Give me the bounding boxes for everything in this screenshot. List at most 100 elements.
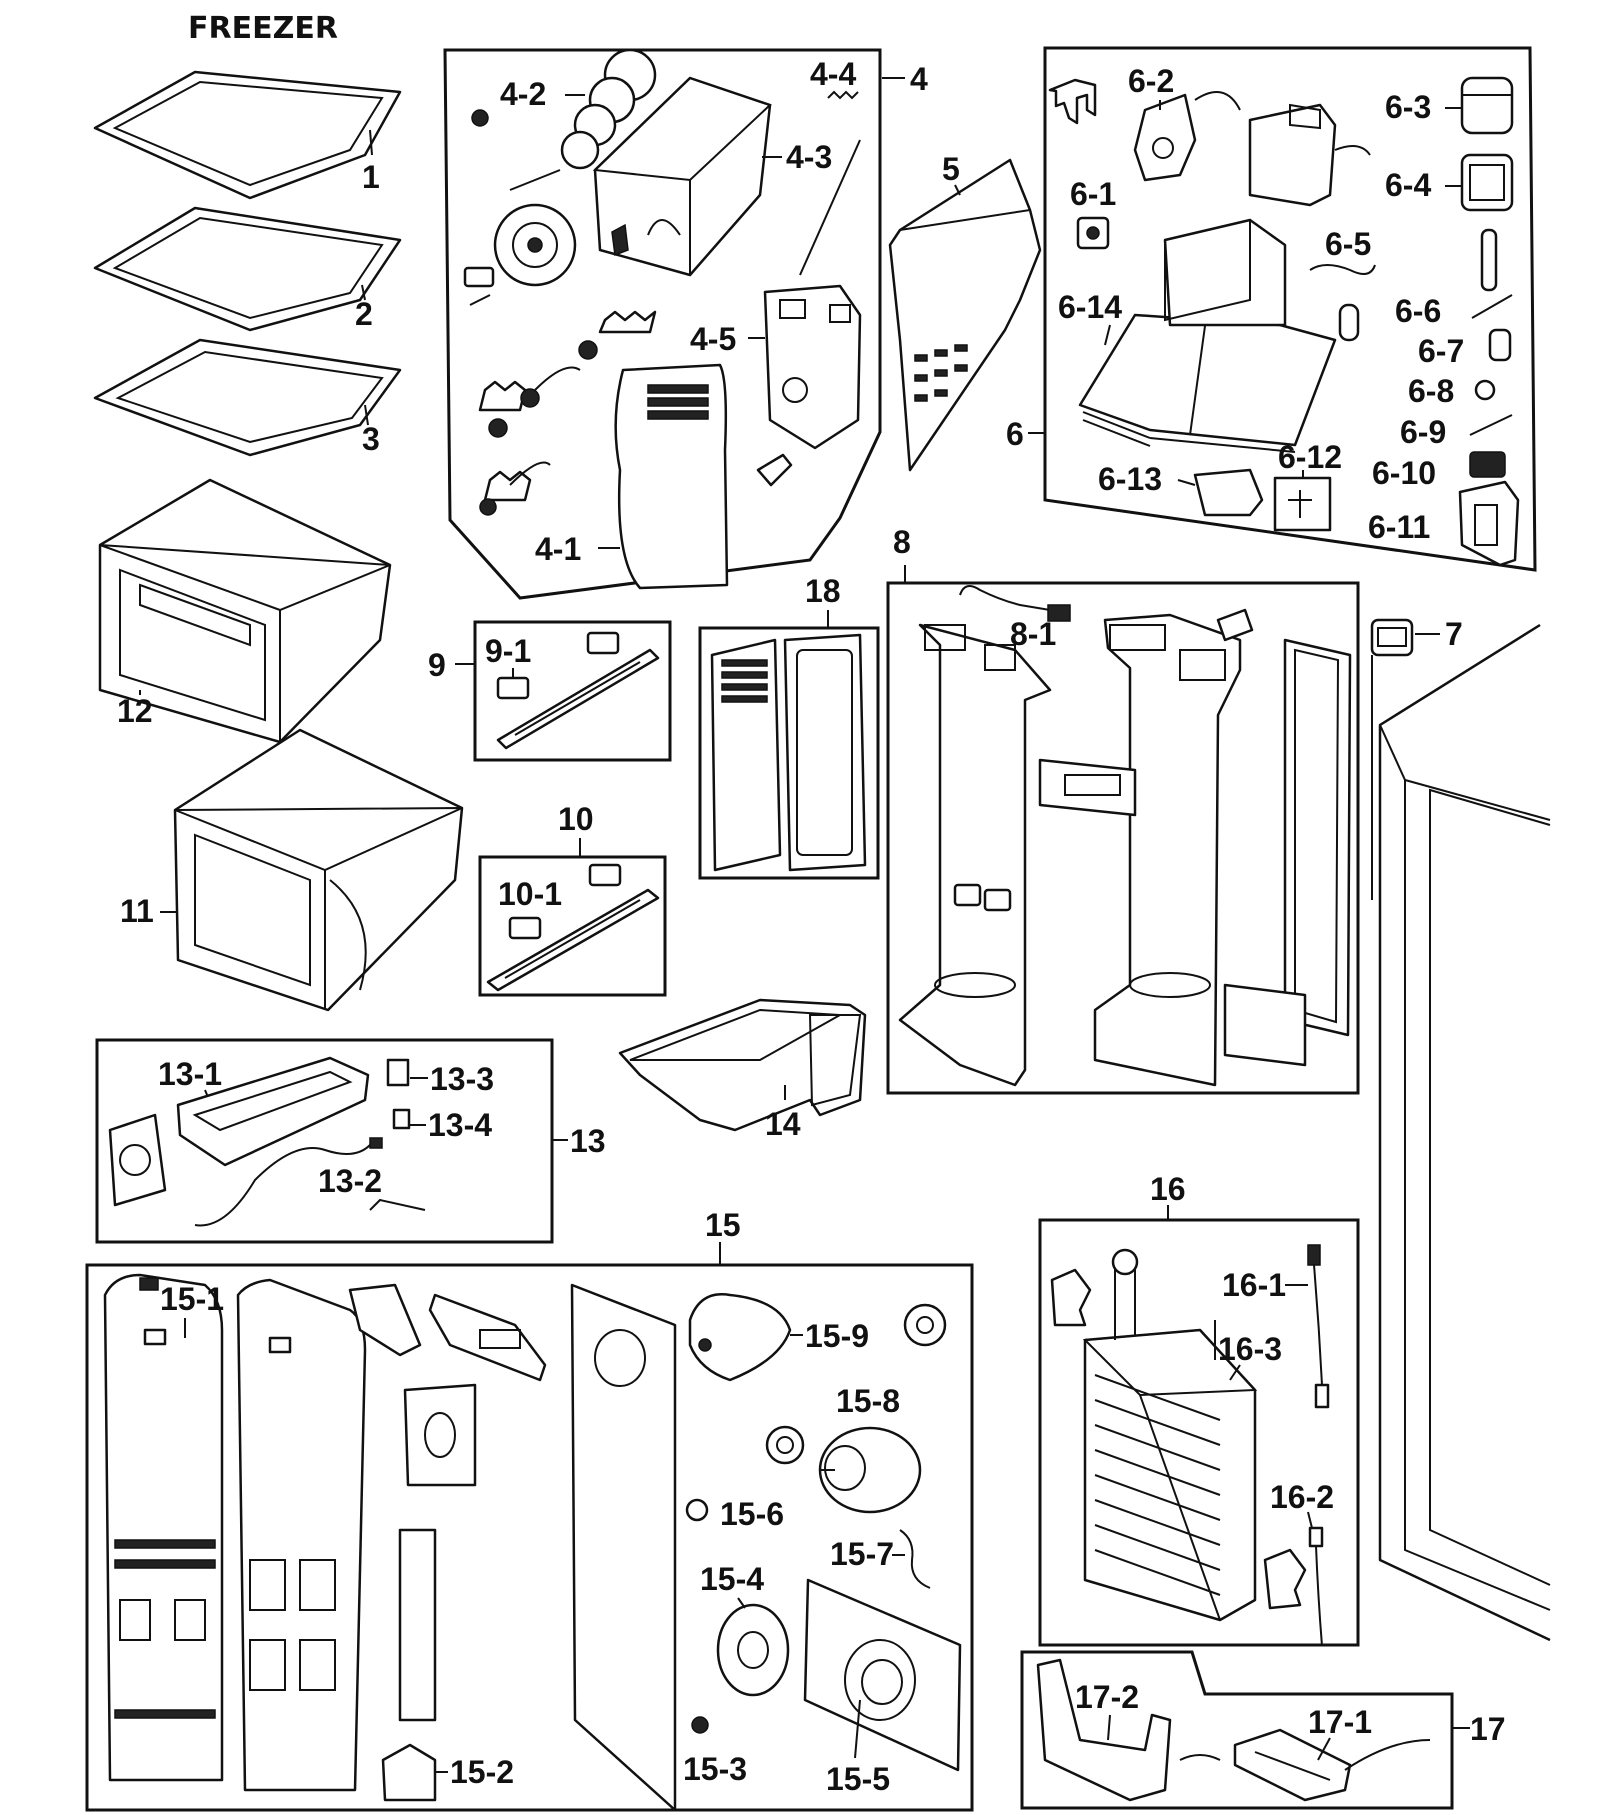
part-4-group: [463, 48, 862, 590]
label-4-4: 4-4: [810, 56, 856, 92]
label-16-3: 16-3: [1218, 1331, 1282, 1367]
part-6-11: [1458, 480, 1520, 567]
label-6-3: 6-3: [1385, 89, 1431, 125]
fan-motor-15-8: [818, 1426, 922, 1514]
part-18-group: [710, 633, 867, 872]
label-10: 10: [558, 801, 594, 837]
label-4-3: 4-3: [786, 139, 832, 175]
label-9-1: 9-1: [485, 633, 531, 669]
label-3: 3: [362, 421, 380, 457]
part-13-group: [108, 1056, 426, 1227]
label-8: 8: [893, 524, 911, 560]
shelf-1: [93, 70, 402, 200]
label-15-4: 15-4: [700, 1561, 764, 1597]
part-6-group: [1048, 76, 1520, 567]
switch-7: [1370, 618, 1414, 657]
label-4-5: 4-5: [690, 321, 736, 357]
label-14: 14: [765, 1106, 801, 1142]
spring-part: [827, 90, 859, 100]
ice-chute-cover-part: [614, 363, 729, 590]
ice-maker-13-1: [176, 1056, 370, 1167]
label-17: 17: [1470, 1711, 1506, 1747]
diagram-title: FREEZER: [188, 11, 338, 46]
label-13-1: 13-1: [158, 1056, 222, 1092]
label-13: 13: [570, 1123, 606, 1159]
label-15-9: 15-9: [805, 1318, 869, 1354]
label-15-2: 15-2: [450, 1754, 514, 1790]
motor-housing-part: [763, 284, 862, 450]
label-6-10: 6-10: [1372, 455, 1436, 491]
ice-bucket-part: [592, 76, 772, 277]
label-4-2: 4-2: [500, 76, 546, 112]
ice-bucket-14: [618, 998, 867, 1132]
plate-6-12: [1273, 476, 1332, 532]
label-6-13: 6-13: [1098, 461, 1162, 497]
label-17-1: 17-1: [1308, 1704, 1372, 1740]
box-16: [1038, 1218, 1360, 1647]
bracket-part: [1248, 103, 1371, 207]
label-1: 1: [362, 159, 380, 195]
box-9: [473, 620, 672, 762]
door-liner-right: [1093, 613, 1242, 1087]
shelf-2: [93, 206, 402, 332]
bin-12: [98, 478, 392, 744]
part-6-10: [1469, 451, 1506, 478]
part-9-group: [496, 631, 660, 750]
label-13-2: 13-2: [318, 1163, 382, 1199]
label-6-8: 6-8: [1408, 373, 1454, 409]
shroud-15-9: [688, 1293, 792, 1382]
valve-6-7: [1488, 328, 1512, 362]
label-17-2: 17-2: [1075, 1679, 1139, 1715]
sensor-6-1: [1076, 216, 1110, 250]
label-16: 16: [1150, 1171, 1186, 1207]
blade-part: [598, 310, 657, 334]
auger-part: [471, 48, 657, 191]
fan-duct-plate: [570, 1283, 677, 1812]
box-15: [85, 1263, 974, 1812]
label-18: 18: [805, 573, 841, 609]
drain-pan-17-2: [1036, 1658, 1172, 1802]
cup-6-13: [1193, 468, 1264, 517]
label-13-3: 13-3: [430, 1061, 494, 1097]
label-15-5: 15-5: [826, 1761, 890, 1797]
screw-15-6: [685, 1498, 709, 1522]
label-15-3: 15-3: [683, 1751, 747, 1787]
heater-17-1: [1179, 1728, 1431, 1802]
label-9: 9: [428, 647, 446, 683]
coil-6-3: [1460, 76, 1514, 135]
box-18: [698, 626, 880, 880]
bracket-16-left: [1050, 1268, 1092, 1327]
fan-blade-15-4: [716, 1603, 790, 1697]
label-4-1: 4-1: [535, 531, 581, 567]
label-6-6: 6-6: [1395, 293, 1441, 329]
part-8-group: [898, 585, 1352, 1087]
duct-cover-15-1: [103, 1273, 224, 1782]
door-liner-left: [898, 623, 1052, 1087]
label-5: 5: [942, 151, 960, 187]
part-10-group: [486, 863, 660, 992]
label-16-1: 16-1: [1222, 1267, 1286, 1303]
label-6-4: 6-4: [1385, 167, 1431, 203]
label-2: 2: [355, 296, 373, 332]
label-4: 4: [910, 61, 928, 97]
label-6-9: 6-9: [1400, 414, 1446, 450]
label-6-7: 6-7: [1418, 333, 1464, 369]
ice-maker-tray-6-14: [1078, 218, 1337, 453]
guard-part: [1038, 758, 1137, 817]
bracket-16-right: [1263, 1548, 1307, 1610]
part-15-group: [103, 1273, 962, 1812]
label-6-2: 6-2: [1128, 63, 1174, 99]
label-6-5: 6-5: [1325, 226, 1371, 262]
label-11: 11: [120, 893, 154, 929]
label-10-1: 10-1: [498, 876, 562, 912]
duct-cover-second: [236, 1278, 367, 1792]
label-6-12: 6-12: [1278, 439, 1342, 475]
evaporator-16-3: [1082, 1248, 1258, 1622]
shelf-3: [93, 338, 402, 457]
label-15-1: 15-1: [160, 1281, 224, 1317]
label-15: 15: [705, 1207, 741, 1243]
label-15-6: 15-6: [720, 1496, 784, 1532]
label-6-1: 6-1: [1070, 176, 1116, 212]
grommet-15-3: [691, 1716, 709, 1734]
